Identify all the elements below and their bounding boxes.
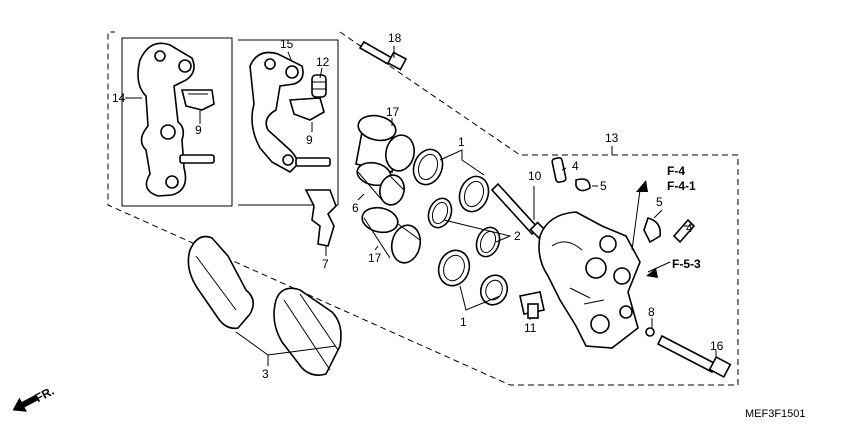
callout-9-left: 9 <box>195 123 202 137</box>
bolt-18 <box>358 40 408 71</box>
bracket-assembly-15-box <box>238 39 339 206</box>
callout-16: 16 <box>710 339 724 353</box>
caliper-bracket-14 <box>137 42 215 197</box>
callout-12: 12 <box>316 55 330 69</box>
piston-6 <box>356 161 405 206</box>
piston-seal-1-lower <box>437 249 509 306</box>
callout-1-lower: 1 <box>460 315 467 329</box>
piston-seal-1-upper <box>412 148 490 213</box>
callout-17-upper: 17 <box>386 105 400 119</box>
ref-arrow-f4 <box>636 180 648 192</box>
bracket-assembly-14-box <box>121 37 233 207</box>
ref-label-f53: F-5-3 <box>672 257 701 271</box>
callout-5-right: 5 <box>656 195 663 209</box>
callout-8: 8 <box>648 305 655 319</box>
callout-15: 15 <box>280 37 294 51</box>
cap-5-right <box>643 217 662 244</box>
callout-18: 18 <box>388 31 402 45</box>
front-direction-label: FR. <box>33 384 57 405</box>
callout-4-upper: 4 <box>572 159 579 173</box>
washer-8 <box>645 327 655 337</box>
callout-17-lower: 17 <box>368 251 382 265</box>
assembly-13-outline <box>107 31 739 386</box>
cap-5-upper <box>575 178 591 192</box>
callout-3: 3 <box>262 367 269 381</box>
pad-spring-9-right <box>288 97 325 121</box>
bolt-11 <box>519 291 545 319</box>
callout-4-right: 4 <box>686 221 693 235</box>
caliper-body-13 <box>538 211 641 349</box>
ref-arrow-f53 <box>646 268 658 278</box>
bleeder-4-upper <box>551 156 567 184</box>
callout-9-right: 9 <box>306 133 313 147</box>
pin-16 <box>656 334 732 379</box>
callout-7: 7 <box>322 257 329 271</box>
drawing-code: MEF3F1501 <box>745 408 806 420</box>
callout-11: 11 <box>524 321 537 335</box>
callout-6: 6 <box>352 201 359 215</box>
boot-12 <box>311 74 327 98</box>
caliper-bracket-15 <box>249 51 331 173</box>
ref-label-f41: F-4-1 <box>667 179 696 193</box>
callout-5-upper: 5 <box>600 179 607 193</box>
callout-13: 13 <box>605 131 619 145</box>
callout-2: 2 <box>514 229 521 243</box>
callout-10: 10 <box>528 169 542 183</box>
piston-17-lower <box>361 206 422 264</box>
leader-lines <box>125 46 717 366</box>
callout-14: 14 <box>112 91 126 105</box>
ref-label-f4: F-4 <box>667 164 685 178</box>
front-direction-arrow: FR. <box>12 384 57 412</box>
pad-retainer-7 <box>304 189 337 247</box>
brake-pad-3-right <box>273 287 342 376</box>
callout-1-upper: 1 <box>458 135 465 149</box>
piston-17-upper <box>355 114 415 173</box>
brake-pad-3-left <box>187 235 254 330</box>
pad-spring-9-left <box>180 89 215 111</box>
